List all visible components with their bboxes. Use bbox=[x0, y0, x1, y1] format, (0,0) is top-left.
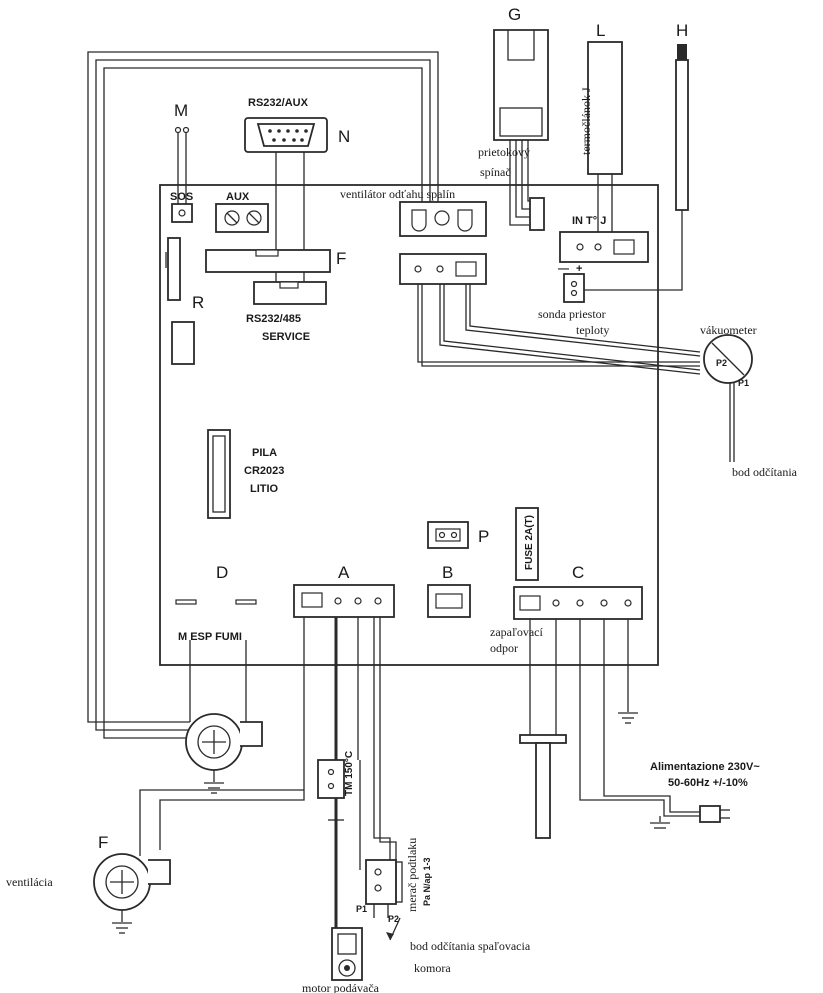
label-r: R bbox=[192, 293, 204, 312]
label-d: D bbox=[216, 563, 228, 582]
p1b-label: P1 bbox=[356, 904, 367, 914]
fuse-label: FUSE 2A(T) bbox=[524, 515, 535, 570]
a-connector bbox=[293, 584, 395, 618]
alim-label-1: Alimentazione 230V~ bbox=[650, 761, 760, 773]
in-t-j-label: IN T° J bbox=[572, 215, 606, 227]
pila-label-1: PILA bbox=[252, 447, 277, 459]
label-h: H bbox=[676, 21, 688, 40]
thermocouple bbox=[559, 41, 649, 263]
alim-label-2: 50-60Hz +/-10% bbox=[668, 777, 748, 789]
sonda-label-1: sonda priestor bbox=[538, 307, 606, 321]
fuse bbox=[515, 507, 539, 581]
tm150-thermostat bbox=[317, 759, 345, 799]
spinac-label: spínač bbox=[480, 165, 511, 179]
label-g: G bbox=[508, 5, 521, 24]
termoclanok-label: termočlánok J bbox=[579, 87, 593, 155]
sos-label: SOS bbox=[170, 191, 193, 203]
service-label: SERVICE bbox=[262, 331, 310, 343]
p2-label: P2 bbox=[716, 358, 727, 368]
vakuometer-label: vákuometer bbox=[700, 323, 757, 337]
c-connector bbox=[513, 586, 643, 620]
label-f2: F bbox=[98, 833, 108, 852]
c-wires bbox=[529, 619, 640, 801]
plus-label: + bbox=[576, 263, 582, 275]
pila-label-3: LITIO bbox=[250, 483, 279, 495]
room-probe bbox=[563, 44, 689, 303]
minus-label: — bbox=[558, 263, 569, 275]
battery-holder bbox=[207, 429, 231, 519]
ventilator-label: ventilátor odťahu spalín bbox=[340, 187, 455, 201]
sos-wires bbox=[174, 126, 190, 205]
p1-label: P1 bbox=[738, 378, 749, 388]
label-m: M bbox=[174, 101, 188, 120]
bod-odcitania-label: bod odčítania bbox=[732, 465, 798, 479]
label-a: A bbox=[338, 563, 350, 582]
motor-label: motor podávača bbox=[302, 981, 380, 993]
aux-connector bbox=[215, 203, 269, 233]
igniter bbox=[519, 734, 567, 744]
bod-spal-label-1: bod odčítania spaľovacia bbox=[410, 939, 531, 953]
tm150-label: TM 150°C bbox=[344, 751, 355, 796]
label-l: L bbox=[596, 21, 605, 40]
zapalovaci-label-1: zapaľovací bbox=[490, 625, 544, 639]
p2b-label: P2 bbox=[388, 914, 399, 924]
merac-label: merač podtlaku bbox=[405, 838, 419, 912]
prietokovy-label: prietokový bbox=[478, 145, 530, 159]
sonda-label-2: teploty bbox=[576, 323, 609, 337]
pila-label-2: CR2023 bbox=[244, 465, 284, 477]
label-n: N bbox=[338, 127, 350, 146]
power-plug bbox=[640, 795, 730, 829]
pressure-gauge bbox=[365, 859, 397, 905]
control-board bbox=[159, 184, 659, 666]
pa-range-label: Pa N/ap 1-3 bbox=[422, 857, 432, 906]
vacuometer-wires bbox=[417, 284, 735, 462]
ventilacia-label: ventilácia bbox=[6, 875, 53, 889]
flow-switch bbox=[493, 29, 549, 231]
loop-wires bbox=[87, 51, 439, 739]
label-f: F bbox=[336, 249, 346, 268]
auger-motor bbox=[331, 927, 363, 981]
label-p: P bbox=[478, 527, 489, 546]
label-c: C bbox=[572, 563, 584, 582]
rs232-aux-label: RS232/AUX bbox=[248, 97, 309, 109]
exhaust-fan-connector bbox=[399, 201, 487, 285]
bod-spal-label-2: komora bbox=[414, 961, 451, 975]
m-esp-fumi-label: M ESP FUMI bbox=[178, 631, 242, 643]
zapalovaci-label-2: odpor bbox=[490, 641, 518, 655]
aux-label: AUX bbox=[226, 191, 250, 203]
rs485-label: RS232/485 bbox=[246, 313, 301, 325]
label-b: B bbox=[442, 563, 453, 582]
r-component bbox=[167, 237, 181, 301]
